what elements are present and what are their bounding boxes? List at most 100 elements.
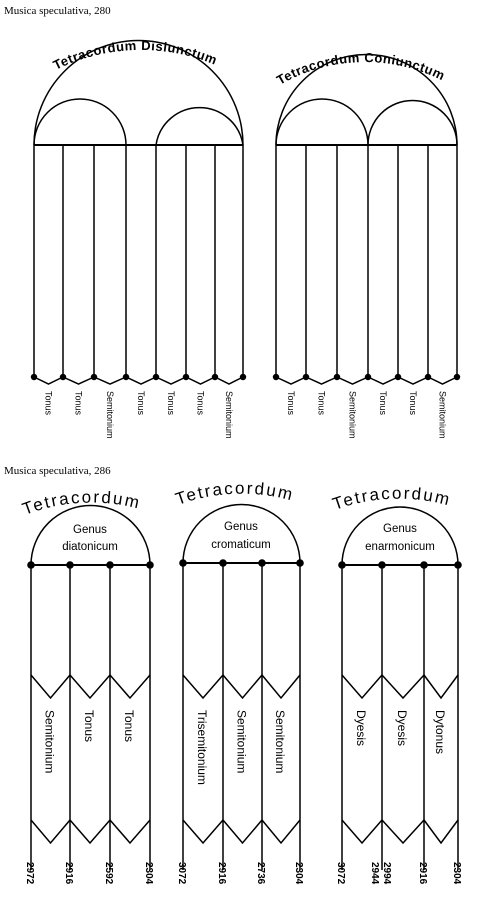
frequency-number: 2736 [255,862,266,885]
string-dot [364,373,372,381]
interval-label: Tonus [286,391,296,416]
chevron-lower [30,819,71,845]
caption-bottom: Musica speculativa, 286 [4,465,111,477]
inner-arc-left [33,98,127,146]
zigzag-segment [214,376,244,385]
interval-label: Tonus [408,391,418,416]
zigzag-segment [62,376,95,385]
genus-line1: Genus [383,523,417,535]
zigzag-segment [367,376,399,385]
genus-line1: Genus [73,524,107,536]
string-dot [152,373,160,381]
string-dot [394,373,402,381]
string-dot [239,373,247,381]
string-dot [454,561,462,569]
outer-arc [33,39,244,146]
inner-arc-left [275,98,369,146]
inner-arc-right [155,106,244,146]
interval-label: Tonus [44,391,54,416]
tetracordum-enarmonicum: Tetracordum Genus enarmonicum [330,484,459,566]
zigzag-segment [155,376,187,385]
string-dot [296,559,304,567]
arc-title-group-1: Tetracordum [20,487,143,518]
frequency-number: 2972 [24,862,35,885]
string-dot [90,373,98,381]
frequency-number: 2304 [143,862,154,885]
string-dot [106,561,114,569]
string-dot [272,373,280,381]
frequency-number: 2304 [451,862,462,885]
genus-line2: cromaticum [211,539,270,551]
string-dot [146,561,154,569]
string-dot [179,559,187,567]
outer-arc [275,53,458,146]
strings-disiunctum [30,145,247,385]
labels-disiunctum: Tonus Tonus Semitonium Tonus Tonus Tonus Semit… [44,391,235,439]
string-dot [258,559,266,567]
string-dot [27,561,35,569]
chevron-lower [222,819,263,845]
chevron-upper [30,674,71,700]
chevron-lower [381,819,425,845]
interval-label: Semitonium [348,391,358,439]
chevron-upper [182,674,224,700]
interval-label: Tonus [196,391,206,416]
frequency-number: 2304 [293,862,304,885]
interval-label: Dyesis [395,710,409,746]
interval-label: Tonus [74,391,84,416]
chevron-lower [341,819,383,845]
genus-line1: Genus [224,521,258,533]
chevron-upper [261,674,301,700]
zigzag-segment [185,376,216,385]
chevron-upper [109,674,151,700]
chevron-upper [222,674,263,700]
tetracordum-cromaticum: Tetracordum Genus cromaticum [173,479,301,564]
frequency-number: 2994 [381,862,392,885]
zigzag-segment [125,376,157,385]
zigzag-segment [427,376,458,385]
string-dot [122,373,130,381]
interval-label: Semitonium [105,391,115,439]
arc-title-group-3: Tetracordum [330,484,453,514]
genus-arc [30,504,151,566]
frequency-number: 2916 [63,862,74,885]
frequency-number: 2916 [216,862,227,885]
interval-label: Semitonium [224,391,234,439]
string-dot [453,373,461,381]
interval-label: Tonus [378,391,388,416]
frequency-number: 2944 [369,862,380,885]
interval-label: Semitonium [438,391,448,439]
zigzag-segment [275,376,307,385]
interval-label: Tonus [166,391,176,416]
genus-line2: diatonicum [62,541,118,553]
interval-label: Semitonium [43,710,57,773]
chevron-lower [423,819,459,845]
chevron-upper [381,674,425,700]
interval-label: Tonus [136,391,146,416]
genus-arc [182,503,301,564]
genus-line2: enarmonicum [365,541,435,553]
string-dot [424,373,432,381]
zigzag-segment [336,376,369,385]
string-dot [182,373,190,381]
string-dot [211,373,219,381]
string-dot [30,373,38,381]
frequency-number: 3072 [176,862,187,885]
bottom-tetracords: Tetracordum Genus diatonicum Tetracordum… [20,479,462,885]
chevron-lower [109,819,151,845]
chevron-lower [69,819,111,845]
strings-coniunctum [272,145,461,385]
zigzag-segment [305,376,338,385]
zigzag-segment [93,376,127,385]
interval-label: Semitonium [235,710,249,773]
string-dot [59,373,67,381]
frequency-number: 2592 [103,862,114,885]
genus-arc [341,506,459,566]
chevron-lower [182,819,224,845]
string-dot [420,561,428,569]
